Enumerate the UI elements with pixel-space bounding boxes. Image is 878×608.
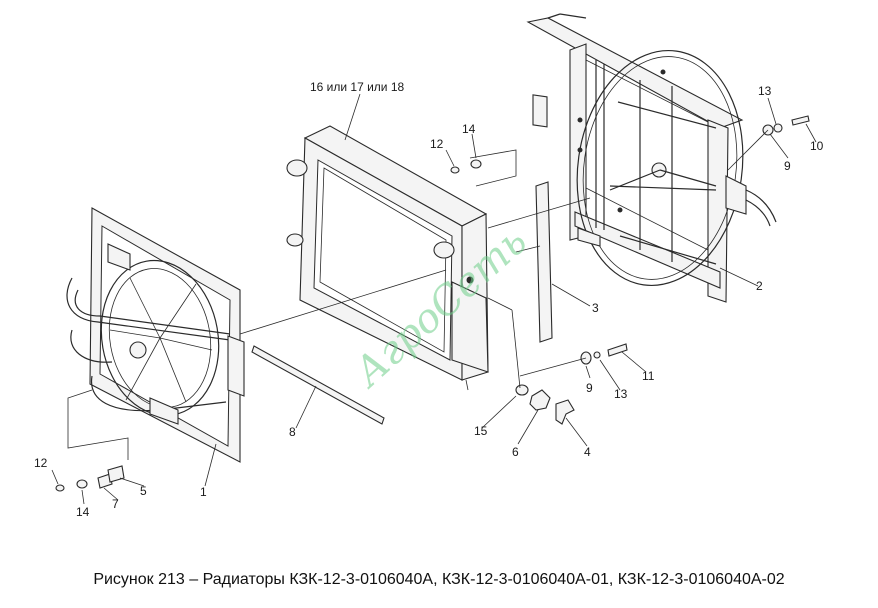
figure-caption: Рисунок 213 – Радиаторы КЗК-12-3-0106040… <box>93 571 785 588</box>
callout-11: 11 <box>642 369 655 383</box>
alignment-lines <box>67 129 769 460</box>
callout-3: 3 <box>592 301 599 315</box>
callout-12-upper: 12 <box>430 137 444 151</box>
callout-16-17-18: 16 или 17 или 18 <box>310 80 405 94</box>
callout-9-upper: 9 <box>784 159 791 173</box>
callout-9-lower: 9 <box>586 381 593 395</box>
callout-15: 15 <box>474 424 488 438</box>
callout-8: 8 <box>289 425 296 439</box>
callout-4: 4 <box>584 445 591 459</box>
callout-6: 6 <box>512 445 519 459</box>
callout-2: 2 <box>756 279 763 293</box>
frame-assembly <box>526 13 777 303</box>
callout-7: 7 <box>112 497 119 511</box>
callout-1: 1 <box>200 485 207 499</box>
leader-lines <box>51 93 817 505</box>
callout-14-upper: 14 <box>462 122 476 136</box>
callout-14-lower: 14 <box>76 505 90 519</box>
seal-strip <box>251 345 385 425</box>
callout-5: 5 <box>140 484 147 498</box>
callout-12-lower: 12 <box>34 456 48 470</box>
fasteners <box>55 115 810 492</box>
fan-shroud-assembly <box>66 207 245 463</box>
callout-13-upper: 13 <box>758 84 772 98</box>
radiator-core <box>286 125 489 391</box>
callout-10: 10 <box>810 139 824 153</box>
side-seal-plate <box>535 181 553 343</box>
callout-13-lower: 13 <box>614 387 628 401</box>
